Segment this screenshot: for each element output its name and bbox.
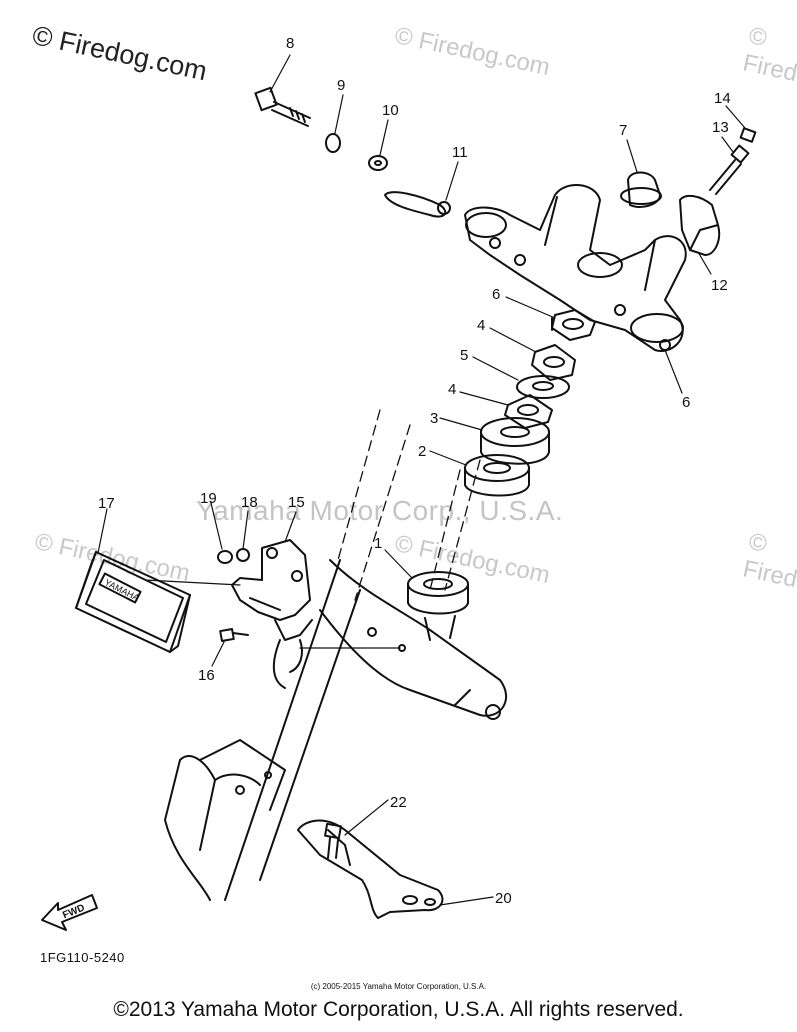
callout-labels: 8 9 10 11 7 13 14 12 6 10 6 6 4 5 4 3 2 … (98, 35, 731, 907)
callout-3: 3 (430, 410, 438, 427)
nut-19 (236, 548, 250, 562)
washer-11 (368, 155, 388, 171)
callout-10: 9 (337, 77, 345, 94)
copyright-footer: ©2013 Yamaha Motor Corporation, U.S.A. A… (113, 998, 684, 1021)
cap-7 (620, 171, 662, 208)
callout-9: 8 (286, 35, 294, 52)
callout-2: 2 (418, 443, 426, 460)
frame-centerline (337, 409, 481, 601)
callout-20: 19 (200, 490, 217, 507)
callout-11: 10 (382, 102, 399, 119)
fwd-label: FWD (61, 903, 86, 922)
part-code: 1FG110-5240 (40, 950, 125, 965)
callout-12: 11 (452, 144, 468, 161)
callout-14: 13 (712, 119, 729, 136)
callout-4-lower: 4 (448, 381, 456, 398)
bracket-16 (231, 539, 313, 689)
callout-21: 20 (495, 890, 512, 907)
callout-1: 1 (374, 535, 382, 552)
bearing-3 (480, 417, 550, 465)
bolt-14 (709, 144, 750, 195)
handlebar-holder-13 (679, 194, 721, 256)
bolt-17 (219, 628, 249, 642)
ring-nut-6 (551, 309, 596, 341)
callout-8: 6 (682, 394, 690, 411)
small-copyright: (c) 2005-2015 Yamaha Motor Corporation, … (310, 982, 487, 991)
fwd-arrow-icon (41, 894, 98, 931)
washer-20 (217, 550, 233, 564)
leader-lines (97, 54, 746, 906)
callout-18: 17 (98, 495, 115, 512)
bearing-1 (407, 571, 469, 641)
washer-10 (325, 133, 341, 153)
callout-4-upper: 4 (477, 317, 485, 334)
bearing-2 (464, 454, 530, 497)
callout-15: 14 (714, 90, 731, 107)
callout-6-label: 6 (492, 286, 500, 303)
callout-19: 18 (241, 494, 258, 511)
callout-22: 22 (390, 794, 407, 811)
upper-bracket (464, 183, 687, 352)
washer-5 (516, 375, 570, 399)
nut-15 (739, 127, 757, 143)
plate-18 (75, 551, 191, 653)
lower-bracket-21 (297, 819, 444, 919)
callout-17: 16 (198, 667, 215, 684)
bolt-9 (254, 86, 311, 127)
clamp-12 (384, 191, 451, 218)
callout-16: 15 (288, 494, 305, 511)
ring-nut-4-lower (504, 394, 553, 429)
callout-13: 12 (711, 277, 728, 294)
callout-5: 5 (460, 347, 468, 364)
bolt-22 (324, 822, 342, 859)
callout-7: 7 (619, 122, 627, 139)
ring-nut-4-upper (531, 344, 576, 381)
